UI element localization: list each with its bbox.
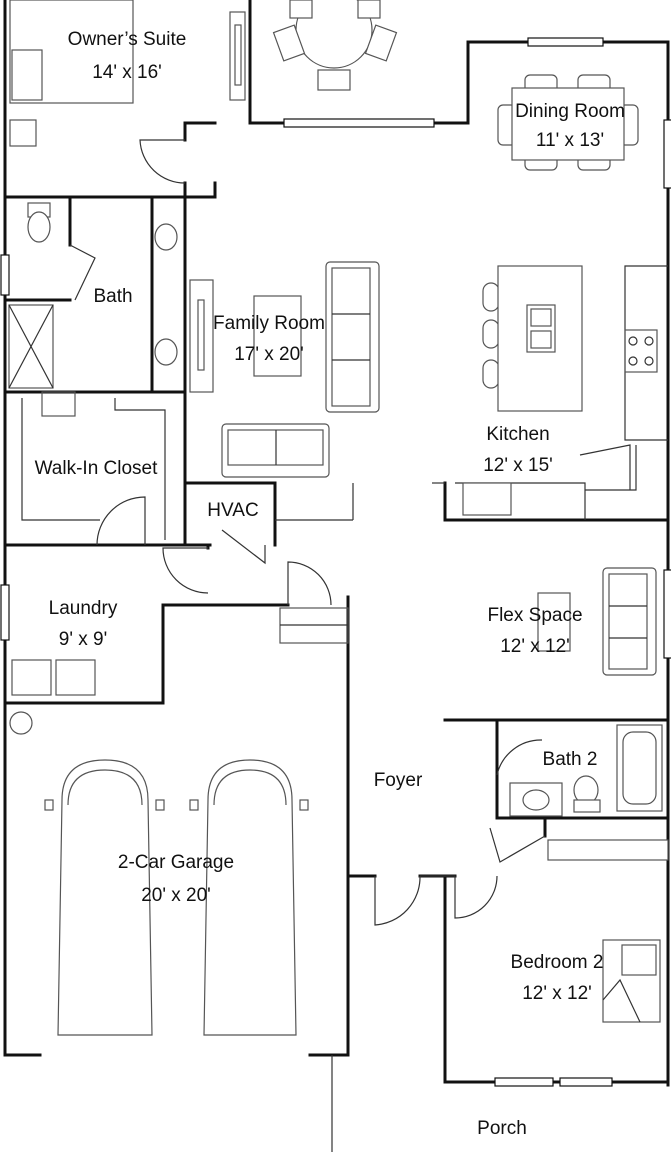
dining-room-dims: 11' x 13' [536,130,604,151]
foyer-label: Foyer [374,770,423,791]
patio-table [272,0,398,91]
family-room-label: Family Room [213,313,325,334]
flex-space-furniture [537,567,657,676]
room-labels: Owner’s Suite 14' x 16' Dining Room 11' … [35,29,625,1139]
garage-label: 2-Car Garage [118,852,234,873]
laundry-label: Laundry [49,598,118,619]
garage-dims: 20' x 20' [141,885,211,906]
bedroom2-furniture [547,839,669,1023]
flex-space-label: Flex Space [487,605,582,626]
owners-bath-fixtures [8,202,178,389]
hvac-label: HVAC [207,500,258,521]
owners-suite-dims: 14' x 16' [92,62,162,83]
kitchen-label: Kitchen [486,424,549,445]
bath2-fixtures [509,724,663,817]
dining-table [497,74,639,171]
family-room-dims: 17' x 20' [234,344,304,365]
closet-shelving [21,391,166,540]
landing [279,607,349,644]
flex-space-dims: 12' x 12' [500,636,570,657]
garage-cars [9,711,309,1036]
owners-suite-label: Owner’s Suite [68,29,187,50]
bath-label: Bath [93,286,132,307]
kitchen-dims: 12' x 15' [483,455,553,476]
family-room-furniture [189,261,380,478]
windows [0,37,671,1087]
bath-2-label: Bath 2 [543,749,598,770]
bedroom-2-dims: 12' x 12' [522,983,592,1004]
bedroom-2-label: Bedroom 2 [511,952,604,973]
laundry-dims: 9' x 9' [59,629,107,650]
laundry-appliances [11,659,96,696]
porch-label: Porch [477,1118,527,1139]
dining-room-label: Dining Room [515,101,625,122]
owners-suite-furniture [9,0,246,147]
walk-in-closet-label: Walk-In Closet [35,458,159,479]
doors [69,139,631,926]
kitchen-fixtures [275,265,668,521]
